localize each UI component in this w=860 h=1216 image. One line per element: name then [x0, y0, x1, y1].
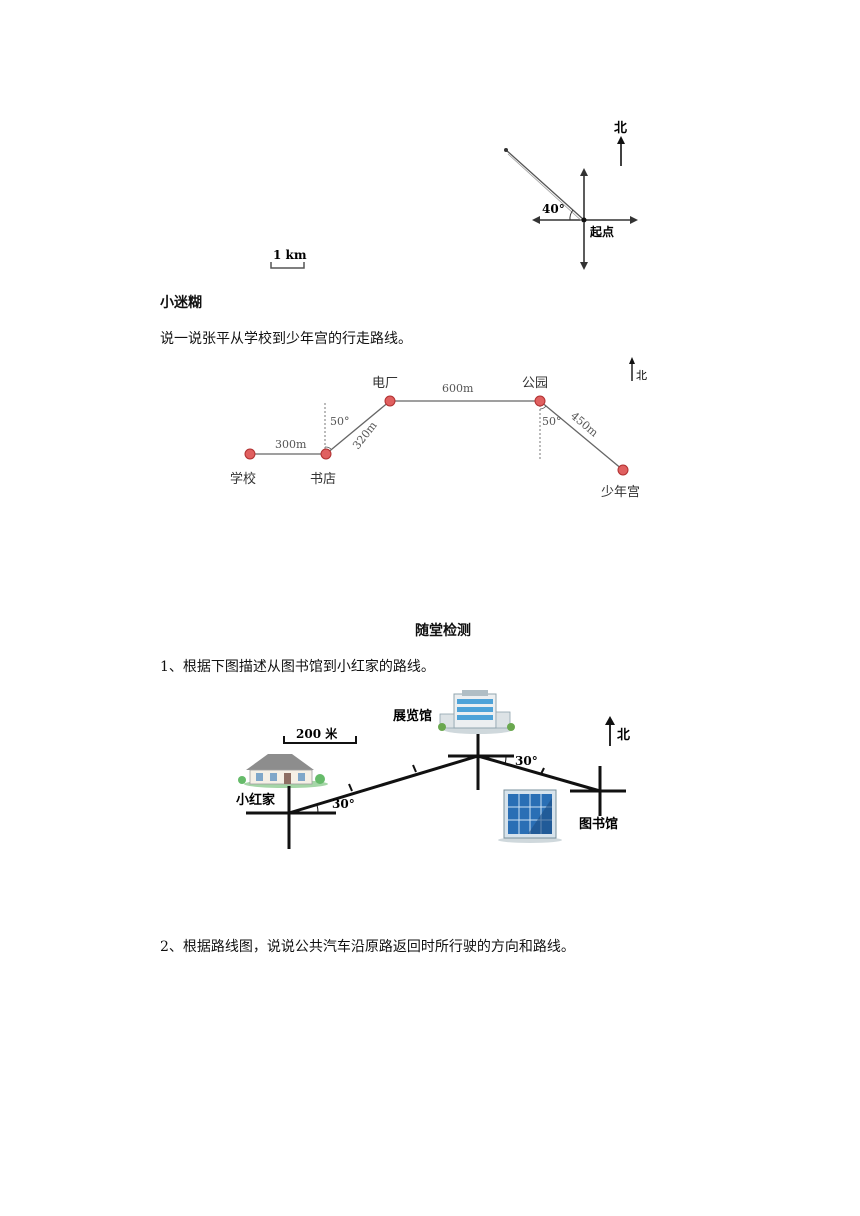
- scale-label: 200 米: [296, 726, 338, 741]
- north-label: 北: [617, 728, 630, 743]
- question-2: 2、根据路线图，说说公共汽车沿原路返回时所行驶的方向和路线。: [160, 939, 575, 955]
- home-label: 小红家: [236, 792, 276, 808]
- angle-park: 50°: [542, 415, 562, 428]
- route-exhibition-library: [477, 754, 601, 793]
- label-park: 公园: [522, 376, 548, 391]
- label-power-plant: 电厂: [372, 376, 398, 391]
- section-title-classroom-test: 随堂检测: [415, 623, 471, 639]
- angle-arc: [569, 209, 574, 221]
- angle-bookstore: 50°: [330, 415, 350, 428]
- distance-bookstore-power-plant: 320m: [350, 419, 380, 452]
- label-youth-palace: 少年宫: [601, 485, 640, 500]
- distance-park-youth-palace: 450m: [568, 409, 601, 440]
- angle-exhibition: 30°: [515, 754, 538, 768]
- start-label: 起点: [589, 224, 614, 239]
- distance-school-bookstore: 300m: [275, 438, 307, 451]
- library-icon: [498, 789, 562, 843]
- point-power-plant: [384, 395, 396, 407]
- scale-label: 1 km: [273, 248, 307, 262]
- house-icon: [238, 754, 328, 788]
- route-home-exhibition: [288, 754, 479, 815]
- label-school: 学校: [230, 471, 256, 487]
- point-park: [534, 395, 546, 407]
- question-route-to-youth-palace: 说一说张平从学校到少年宫的行走路线。: [160, 331, 412, 347]
- library-label: 图书馆: [579, 816, 618, 832]
- north-label: 北: [636, 369, 647, 382]
- route-map-library-to-home: 200 米 展览馆 小红家 图书馆: [236, 690, 630, 849]
- label-bookstore: 书店: [310, 472, 336, 487]
- north-arrow-head: [617, 136, 625, 144]
- point-youth-palace: [617, 464, 629, 476]
- angle-home: 30°: [332, 797, 355, 811]
- exhibition-hall-label: 展览馆: [393, 708, 432, 724]
- distance-power-plant-park: 600m: [442, 382, 474, 395]
- point-bookstore: [320, 448, 332, 460]
- question-1: 1、根据下图描述从图书馆到小红家的路线。: [160, 659, 435, 675]
- route-map-school-to-youth-palace: 北 学校 书店 电厂 公园 少年宫 300m 320m 600m 450m 50…: [230, 357, 647, 500]
- scale-bar: [283, 736, 357, 744]
- scale-bar: [270, 262, 305, 269]
- direction-diagram: 北 40° 起点 1 km: [270, 121, 638, 270]
- angle-label: 40°: [542, 202, 565, 216]
- exhibition-hall-icon: [438, 690, 515, 734]
- point-school: [244, 448, 256, 460]
- section-title-xiaomihu: 小迷糊: [160, 295, 202, 311]
- direction-ray: [505, 149, 585, 221]
- north-label: 北: [614, 121, 627, 136]
- ray-end-point: [504, 148, 508, 152]
- start-point: [581, 217, 587, 223]
